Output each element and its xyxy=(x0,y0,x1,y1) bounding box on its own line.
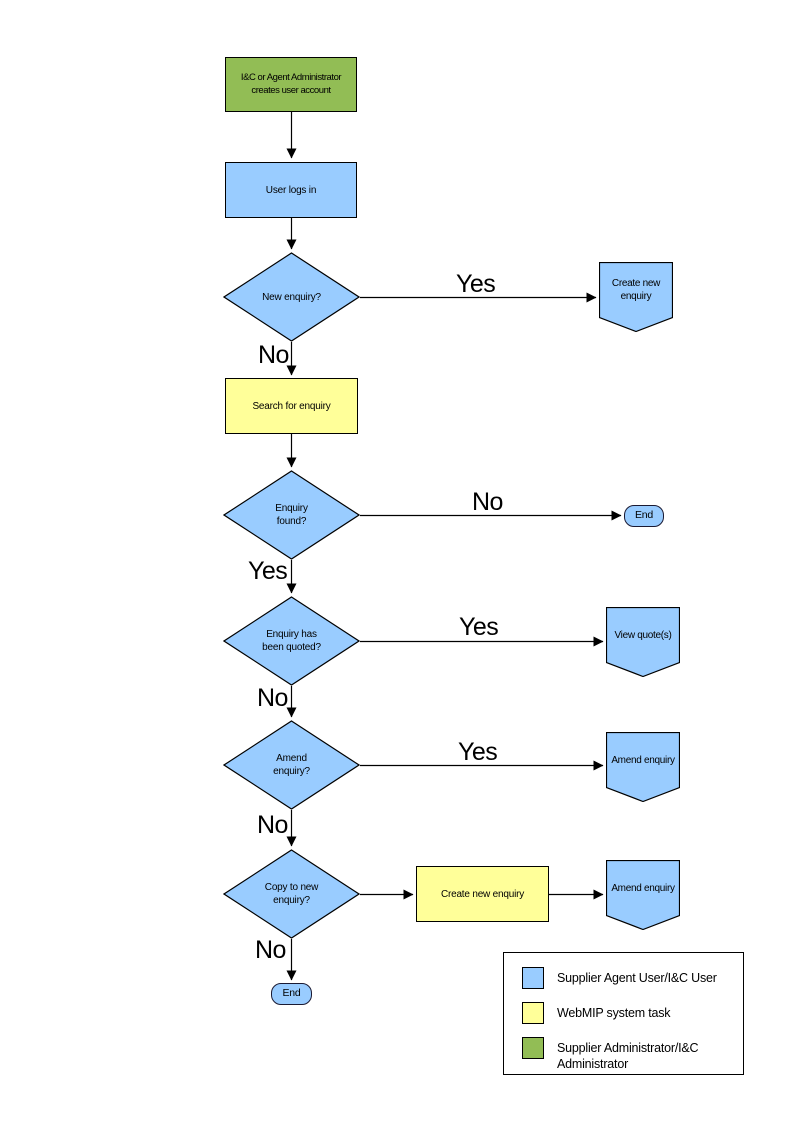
node-label: Enquiry found? xyxy=(275,503,308,527)
edge-label-found-yes: Yes xyxy=(248,557,288,585)
terminator-end-final: End xyxy=(271,983,312,1005)
node-label: Create new enquiry xyxy=(611,278,661,302)
node-label: End xyxy=(634,509,654,522)
diamond-shape xyxy=(223,849,360,939)
node-label: Amend enquiry? xyxy=(273,753,310,777)
decision-new-enquiry: New enquiry? xyxy=(223,252,360,342)
legend-label-system: WebMIP system task xyxy=(557,1006,671,1020)
offpage-shape xyxy=(606,732,680,802)
legend-item-system: WebMIP system task xyxy=(522,1002,737,1024)
legend-label-user: Supplier Agent User/I&C User xyxy=(557,971,717,985)
edge-label-amend-no: No xyxy=(257,811,288,839)
legend: Supplier Agent User/I&C User WebMIP syst… xyxy=(503,952,744,1075)
offpage-view-quotes: View quote(s) xyxy=(606,607,680,677)
offpage-shape xyxy=(606,860,680,930)
decision-enquiry-quoted: Enquiry has been quoted? xyxy=(223,596,360,686)
node-label: Amend enquiry xyxy=(611,882,675,894)
node-user-logs-in: User logs in xyxy=(225,162,357,218)
legend-swatch-system xyxy=(522,1002,544,1024)
node-label-line: User logs in xyxy=(265,184,317,196)
node-label: Copy to new enquiry? xyxy=(264,882,319,906)
node-label-line: creates user account xyxy=(251,84,331,96)
node-label: New enquiry? xyxy=(262,291,321,303)
terminator-end-not-found: End xyxy=(624,505,664,527)
legend-label-admin: Supplier Administrator/I&C Administrator xyxy=(557,1041,699,1072)
legend-swatch-user xyxy=(522,967,544,989)
decision-enquiry-found: Enquiry found? xyxy=(223,470,360,560)
offpage-amend-enquiry-after-copy: Amend enquiry xyxy=(606,860,680,930)
offpage-amend-enquiry: Amend enquiry xyxy=(606,732,680,802)
node-search-for-enquiry: Search for enquiry xyxy=(225,378,358,434)
decision-copy-to-new-enquiry: Copy to new enquiry? xyxy=(223,849,360,939)
edge-label-new-enquiry-yes: Yes xyxy=(456,270,496,298)
edge-label-new-enquiry-no: No xyxy=(258,341,289,369)
node-label: Amend enquiry xyxy=(611,754,675,766)
legend-swatch-admin xyxy=(522,1037,544,1059)
edge-label-found-no: No xyxy=(472,488,503,516)
legend-item-admin: Supplier Administrator/I&C Administrator xyxy=(522,1037,737,1073)
diamond-shape xyxy=(223,252,360,342)
edge-label-quoted-no: No xyxy=(257,684,288,712)
node-create-new-enquiry-task: Create new enquiry xyxy=(416,866,549,922)
diamond-shape xyxy=(223,470,360,560)
decision-amend-enquiry: Amend enquiry? xyxy=(223,720,360,810)
node-label: Enquiry has been quoted? xyxy=(262,629,321,653)
node-label: End xyxy=(282,987,301,1000)
node-admin-creates-account: I&C or Agent Administrator creates user … xyxy=(225,57,357,112)
offpage-shape xyxy=(599,262,673,332)
offpage-create-new-enquiry: Create new enquiry xyxy=(599,262,673,332)
diamond-shape xyxy=(223,720,360,810)
edge-label-amend-yes: Yes xyxy=(458,738,498,766)
node-label: View quote(s) xyxy=(614,629,672,641)
node-label-line: Search for enquiry xyxy=(252,400,331,412)
offpage-shape xyxy=(606,607,680,677)
node-label-line: I&C or Agent Administrator xyxy=(240,72,342,84)
node-label-line: Create new enquiry xyxy=(440,888,525,900)
legend-item-user: Supplier Agent User/I&C User xyxy=(522,967,737,989)
diamond-shape xyxy=(223,596,360,686)
edge-label-quoted-yes: Yes xyxy=(459,613,499,641)
edge-label-copy-no: No xyxy=(255,936,286,964)
